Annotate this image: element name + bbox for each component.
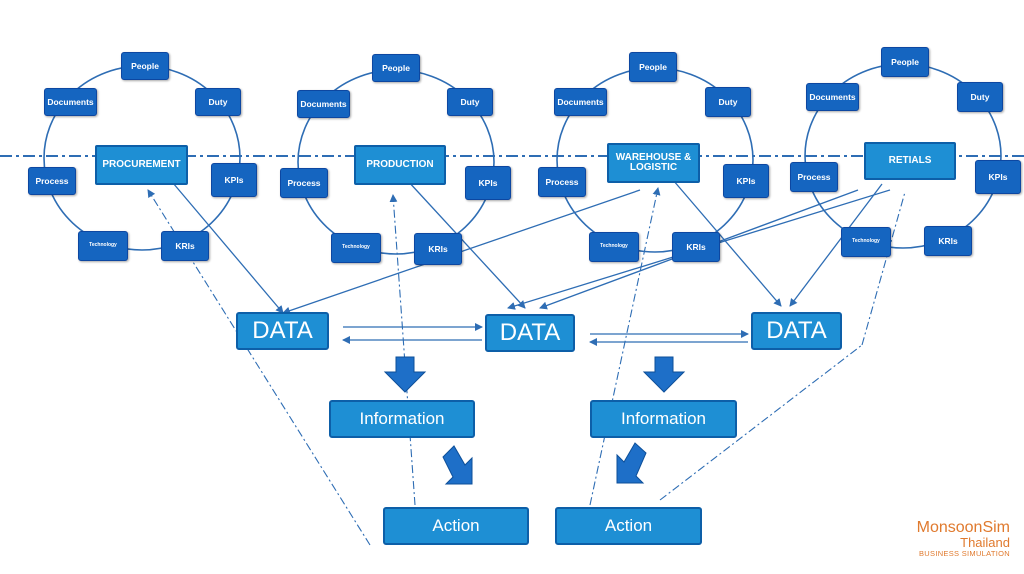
kpis-node-3: KPIs	[723, 164, 769, 198]
arrow-production-to-data	[406, 179, 526, 309]
duty-node-1: Duty	[195, 88, 241, 116]
kpis-node-4: KPIs	[975, 160, 1021, 194]
feedback-line-4	[659, 344, 863, 501]
down-arrow-2-icon	[642, 356, 686, 393]
process-node-3: Process	[538, 167, 586, 197]
logo-line-3: BUSINESS SIMULATION	[919, 549, 1010, 558]
documents-node-3: Documents	[554, 88, 607, 116]
kpis-node-1: KPIs	[211, 163, 257, 197]
process-node-1: Process	[28, 167, 76, 195]
technology-node-4: Technology	[841, 227, 891, 257]
arrow-procurement-to-data	[172, 182, 284, 314]
arrow-warehouse-to-data	[672, 179, 782, 307]
monsoonsim-logo: MonsoonSim Thailand BUSINESS SIMULATION	[916, 519, 1010, 559]
kris-node-1: KRIs	[161, 231, 209, 261]
duty-node-3: Duty	[705, 87, 751, 117]
kris-node-2: KRIs	[414, 233, 462, 265]
people-node-4: People	[881, 47, 929, 77]
kpis-node-2: KPIs	[465, 166, 511, 200]
action-box-2: Action	[555, 507, 702, 545]
feedback-line-2	[389, 194, 416, 506]
kris-node-3: KRIs	[672, 232, 720, 262]
logo-line-1: MonsoonSim	[916, 519, 1010, 536]
dept-warehouse-logistic: WAREHOUSE & LOGISTIC	[607, 143, 700, 183]
duty-node-4: Duty	[957, 82, 1003, 112]
documents-node-2: Documents	[297, 90, 350, 118]
diag-arrow-left-icon	[616, 442, 647, 484]
process-node-2: Process	[280, 168, 328, 198]
process-node-4: Process	[790, 162, 838, 192]
information-box-1: Information	[329, 400, 475, 438]
documents-node-1: Documents	[44, 88, 97, 116]
dept-retials: RETIALS	[864, 142, 956, 180]
kris-node-4: KRIs	[924, 226, 972, 256]
data-box-1: DATA	[236, 312, 329, 350]
logo-line-2: Thailand	[960, 535, 1010, 550]
people-node-1: People	[121, 52, 169, 80]
information-box-2: Information	[590, 400, 737, 438]
data-box-2: DATA	[485, 314, 575, 352]
technology-node-2: Technology	[331, 233, 381, 263]
feedback-line-5	[861, 191, 906, 346]
people-node-3: People	[629, 52, 677, 82]
technology-node-1: Technology	[78, 231, 128, 261]
data-box-3: DATA	[751, 312, 842, 350]
dept-procurement: PROCUREMENT	[95, 145, 188, 185]
technology-node-3: Technology	[589, 232, 639, 262]
dept-production: PRODUCTION	[354, 145, 446, 185]
arrow-retails-to-data-right	[789, 183, 883, 307]
duty-node-2: Duty	[447, 88, 493, 116]
diag-arrow-right-icon	[442, 445, 473, 485]
action-box-1: Action	[383, 507, 529, 545]
people-node-2: People	[372, 54, 420, 82]
feedback-line-3	[589, 187, 661, 506]
documents-node-4: Documents	[806, 83, 859, 111]
down-arrow-1-icon	[383, 356, 427, 393]
